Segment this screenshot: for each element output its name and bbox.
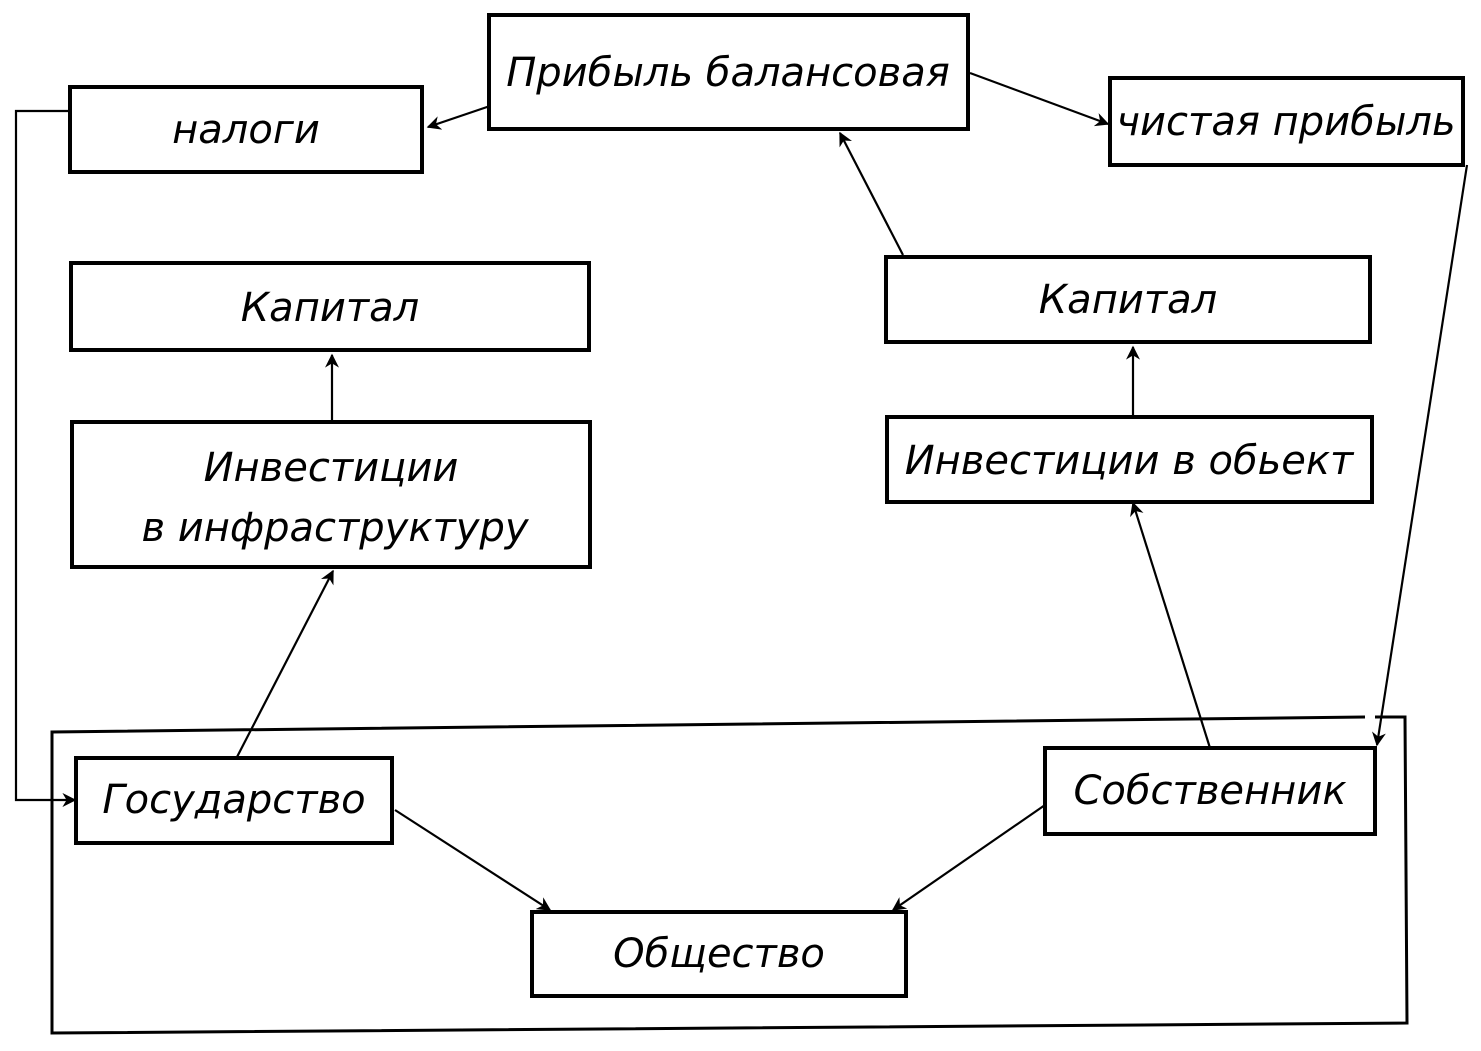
taxes-label: налоги xyxy=(172,107,320,153)
invest-object-label: Инвестиции в обьект xyxy=(905,438,1355,484)
net-profit-label: чистая прибыль xyxy=(1116,99,1455,145)
node-society: Общество xyxy=(530,910,908,998)
society-frame xyxy=(50,715,1409,1035)
capital-left-label: Капитал xyxy=(241,285,419,331)
society-label: Общество xyxy=(613,931,825,977)
node-net-profit: чистая прибыль xyxy=(1108,76,1465,167)
node-invest-infrastructure: Инвестиции в инфраструктуру xyxy=(70,420,592,569)
arrow-profit-to-net-profit xyxy=(969,71,1110,127)
arrow-owner-to-object-invest xyxy=(1130,501,1212,749)
arrow-net-profit-to-owner xyxy=(1372,164,1469,747)
arrow-taxes-to-state xyxy=(14,109,77,807)
arrow-capital-to-profit xyxy=(839,131,904,256)
node-capital-right: Капитал xyxy=(884,255,1372,344)
capital-right-label: Капитал xyxy=(1039,277,1217,323)
arrow-state-to-society xyxy=(394,809,552,911)
node-profit-balance: Прибыль балансовая xyxy=(487,13,970,131)
node-owner: Собственник xyxy=(1043,746,1377,836)
invest-infra-line2: в инфраструктуру xyxy=(141,505,529,551)
state-label: Государство xyxy=(102,777,365,823)
profit-balance-label: Прибыль балансовая xyxy=(506,50,950,96)
node-capital-left: Капитал xyxy=(69,261,591,352)
node-state: Государство xyxy=(74,756,394,845)
invest-infra-line1: Инвестиции xyxy=(204,445,459,491)
node-taxes: налоги xyxy=(68,85,424,174)
owner-label: Собственник xyxy=(1073,768,1346,814)
node-invest-object: Инвестиции в обьект xyxy=(885,415,1374,504)
arrow-state-to-infra-invest xyxy=(236,569,334,758)
arrow-owner-to-society xyxy=(891,804,1046,911)
arrow-profit-to-taxes xyxy=(426,104,491,130)
